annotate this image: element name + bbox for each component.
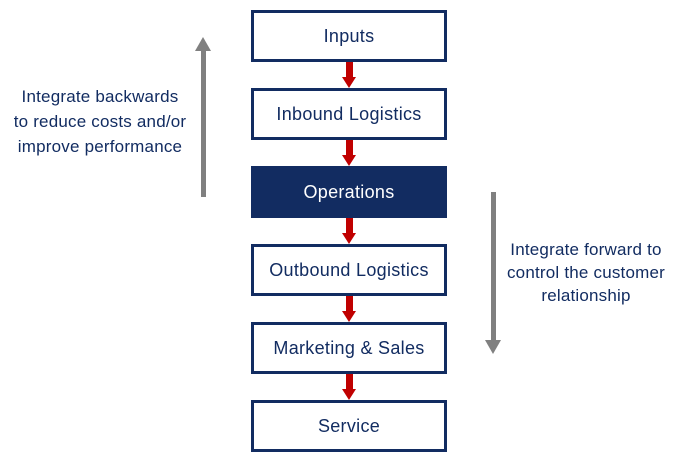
arrowhead <box>485 340 501 354</box>
arrow-shaft <box>345 62 353 77</box>
red-down-arrow-icon <box>251 62 447 88</box>
annotation-line: improve performance <box>17 137 183 156</box>
arrowhead <box>342 155 356 166</box>
arrowhead <box>342 233 356 244</box>
flow-column: Inputs Inbound Logistics Operations Outb… <box>251 10 447 452</box>
arrow-shaft <box>345 218 353 233</box>
red-down-arrow-icon <box>251 140 447 166</box>
annotation-line: control the customer <box>506 263 665 282</box>
arrow-shaft <box>345 296 353 311</box>
gray-down-arrow-icon <box>485 192 501 354</box>
stage-box-service: Service <box>251 400 447 452</box>
annotation-line: to reduce costs and/or <box>13 112 187 131</box>
left-annotation-text: Integrate backwards to reduce costs and/… <box>3 84 197 159</box>
annotation-line: Integrate backwards <box>21 87 179 106</box>
arrowhead <box>195 37 211 51</box>
arrow-shaft <box>345 374 353 389</box>
arrow-shaft <box>345 140 353 155</box>
red-down-arrow-icon <box>251 374 447 400</box>
stage-box-inputs: Inputs <box>251 10 447 62</box>
arrowhead <box>342 77 356 88</box>
arrowhead <box>342 389 356 400</box>
stage-box-inbound-logistics: Inbound Logistics <box>251 88 447 140</box>
stage-box-outbound-logistics: Outbound Logistics <box>251 244 447 296</box>
stage-box-marketing-sales: Marketing & Sales <box>251 322 447 374</box>
annotation-line: relationship <box>541 286 631 305</box>
right-annotation-text: Integrate forward to control the custome… <box>499 238 673 307</box>
red-down-arrow-icon <box>251 218 447 244</box>
arrowhead <box>342 311 356 322</box>
arrow-shaft <box>490 192 496 340</box>
arrow-shaft <box>200 51 206 197</box>
gray-up-arrow-icon <box>195 37 211 197</box>
red-down-arrow-icon <box>251 296 447 322</box>
stage-box-operations: Operations <box>251 166 447 218</box>
annotation-line: Integrate forward to <box>510 240 662 259</box>
